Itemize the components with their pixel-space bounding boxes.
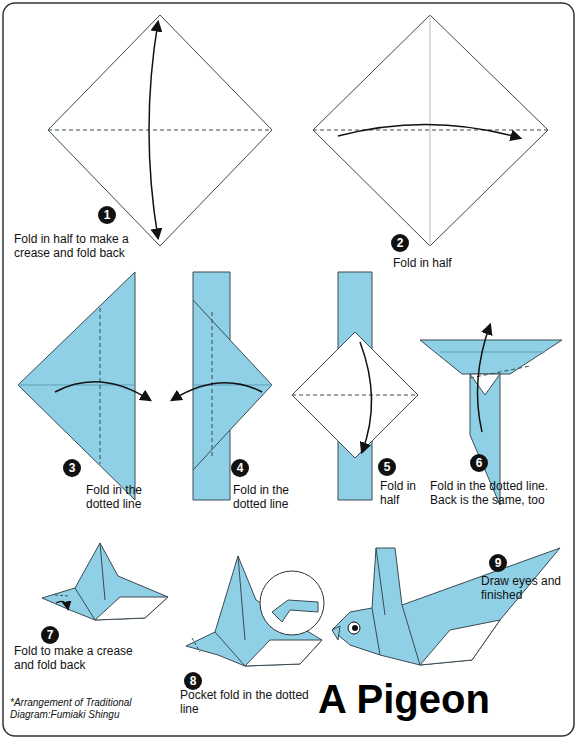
step-number-text: 3: [69, 461, 76, 475]
step-number-text: 1: [104, 208, 111, 222]
step-caption: Draw eyes and finished: [481, 574, 571, 602]
fold-line: [292, 395, 418, 396]
step-number: 4: [231, 459, 249, 477]
step-number: 5: [378, 458, 396, 476]
step-caption: Fold in half: [380, 479, 425, 507]
crease-line: [430, 15, 431, 246]
bird-model: [42, 543, 168, 620]
crease-line: [440, 352, 545, 353]
step-number: 6: [470, 454, 488, 472]
step-number: 1: [98, 206, 116, 224]
fold-arrow: [55, 382, 150, 400]
step-caption: Fold in half: [393, 256, 483, 270]
step-number: 2: [391, 234, 409, 252]
fold-line: [100, 308, 101, 464]
paper-square: [313, 15, 548, 246]
step-number-text: 5: [384, 460, 391, 474]
step-number: 3: [63, 459, 81, 477]
fold-arrow: [149, 22, 158, 238]
pigeon-eye: [348, 622, 360, 634]
paper-edge: [372, 608, 380, 655]
step-caption: Pocket fold in the dotted line: [180, 688, 315, 716]
step-caption: Fold in the dotted line: [233, 483, 308, 511]
step-number: 9: [489, 554, 507, 572]
fold-line: [192, 638, 200, 652]
paper-edge: [193, 430, 230, 470]
paper-edge: [402, 605, 420, 665]
paper-edge: [215, 632, 245, 666]
paper-edge: [100, 543, 105, 600]
pigeon-model: [332, 548, 560, 665]
fold-line: [48, 130, 272, 131]
fold-arrow: [478, 325, 491, 432]
step-number: 8: [184, 672, 202, 690]
paper-edge: [376, 548, 385, 615]
step-caption: Fold in the dotted line: [86, 483, 161, 511]
step-caption: Fold in the dotted line. Back is the sam…: [430, 479, 555, 507]
step-caption: Fold in half to make a crease and fold b…: [14, 232, 164, 260]
bird-underside: [95, 597, 168, 620]
fold-arrow: [172, 383, 262, 400]
fold-arrow: [56, 601, 68, 609]
pigeon-beak: [332, 626, 340, 640]
paper-edge: [75, 588, 95, 620]
paper-edge: [238, 556, 245, 640]
step-number-text: 6: [476, 456, 483, 470]
detail-head: [272, 600, 318, 622]
step-number: 7: [41, 626, 59, 644]
fold-line: [313, 130, 548, 131]
step-number-text: 4: [237, 461, 244, 475]
step-number-text: 9: [495, 556, 502, 570]
paper-flap: [470, 374, 500, 395]
bird-underside: [245, 640, 322, 666]
step-caption: Fold to make a crease and fold back: [14, 644, 144, 672]
page-border: [3, 3, 574, 736]
fold-line: [55, 595, 68, 596]
fold-line: [212, 312, 213, 458]
paper-triangle: [18, 272, 135, 500]
step-number-text: 7: [47, 628, 54, 642]
fold-arrow: [338, 124, 520, 138]
pigeon-underside: [420, 620, 500, 665]
detail-circle: [260, 571, 324, 635]
step-number-text: 8: [190, 674, 197, 688]
diagram-title: A Pigeon: [318, 676, 490, 722]
paper-square: [48, 15, 272, 246]
pigeon-pupil: [352, 625, 358, 631]
step-number-text: 2: [397, 236, 404, 250]
credit-note: *Arrangement of Traditional Diagram:Fumi…: [10, 697, 170, 721]
paper-diamond: [292, 332, 418, 458]
fold-arrow: [360, 342, 372, 452]
